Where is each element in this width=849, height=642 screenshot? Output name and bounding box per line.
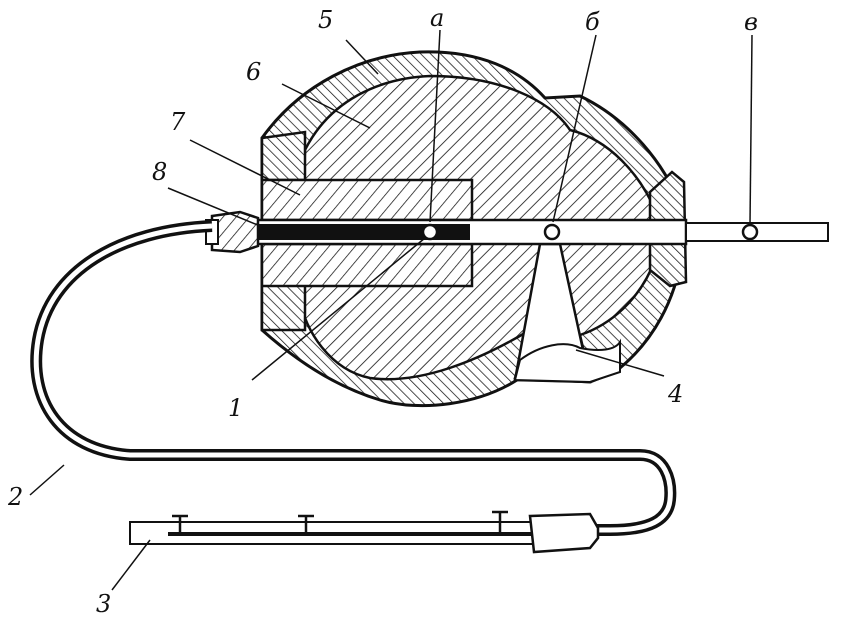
label-7: 7 [170,108,186,136]
label-v: в [744,8,758,36]
tube [30,220,677,536]
label-8: 8 [152,158,167,186]
point-a-marker [421,223,439,241]
label-5: 5 [318,6,333,34]
probe-markers [172,510,508,534]
label-1: 1 [228,394,243,422]
left-nipple [205,210,260,254]
sleeve [260,178,474,288]
left-flange [260,130,307,332]
label-4: 4 [667,380,683,408]
label-b: б [585,8,600,36]
tapered-channel [513,242,621,384]
label-2: 2 [7,483,23,511]
point-b-marker [543,223,561,241]
label-a: а [430,4,444,32]
point-v-marker [741,223,759,241]
label-3: 3 [96,590,111,618]
point-markers [421,223,759,241]
leader-lines [29,29,753,591]
probe [129,510,600,554]
label-6: 6 [246,58,261,86]
